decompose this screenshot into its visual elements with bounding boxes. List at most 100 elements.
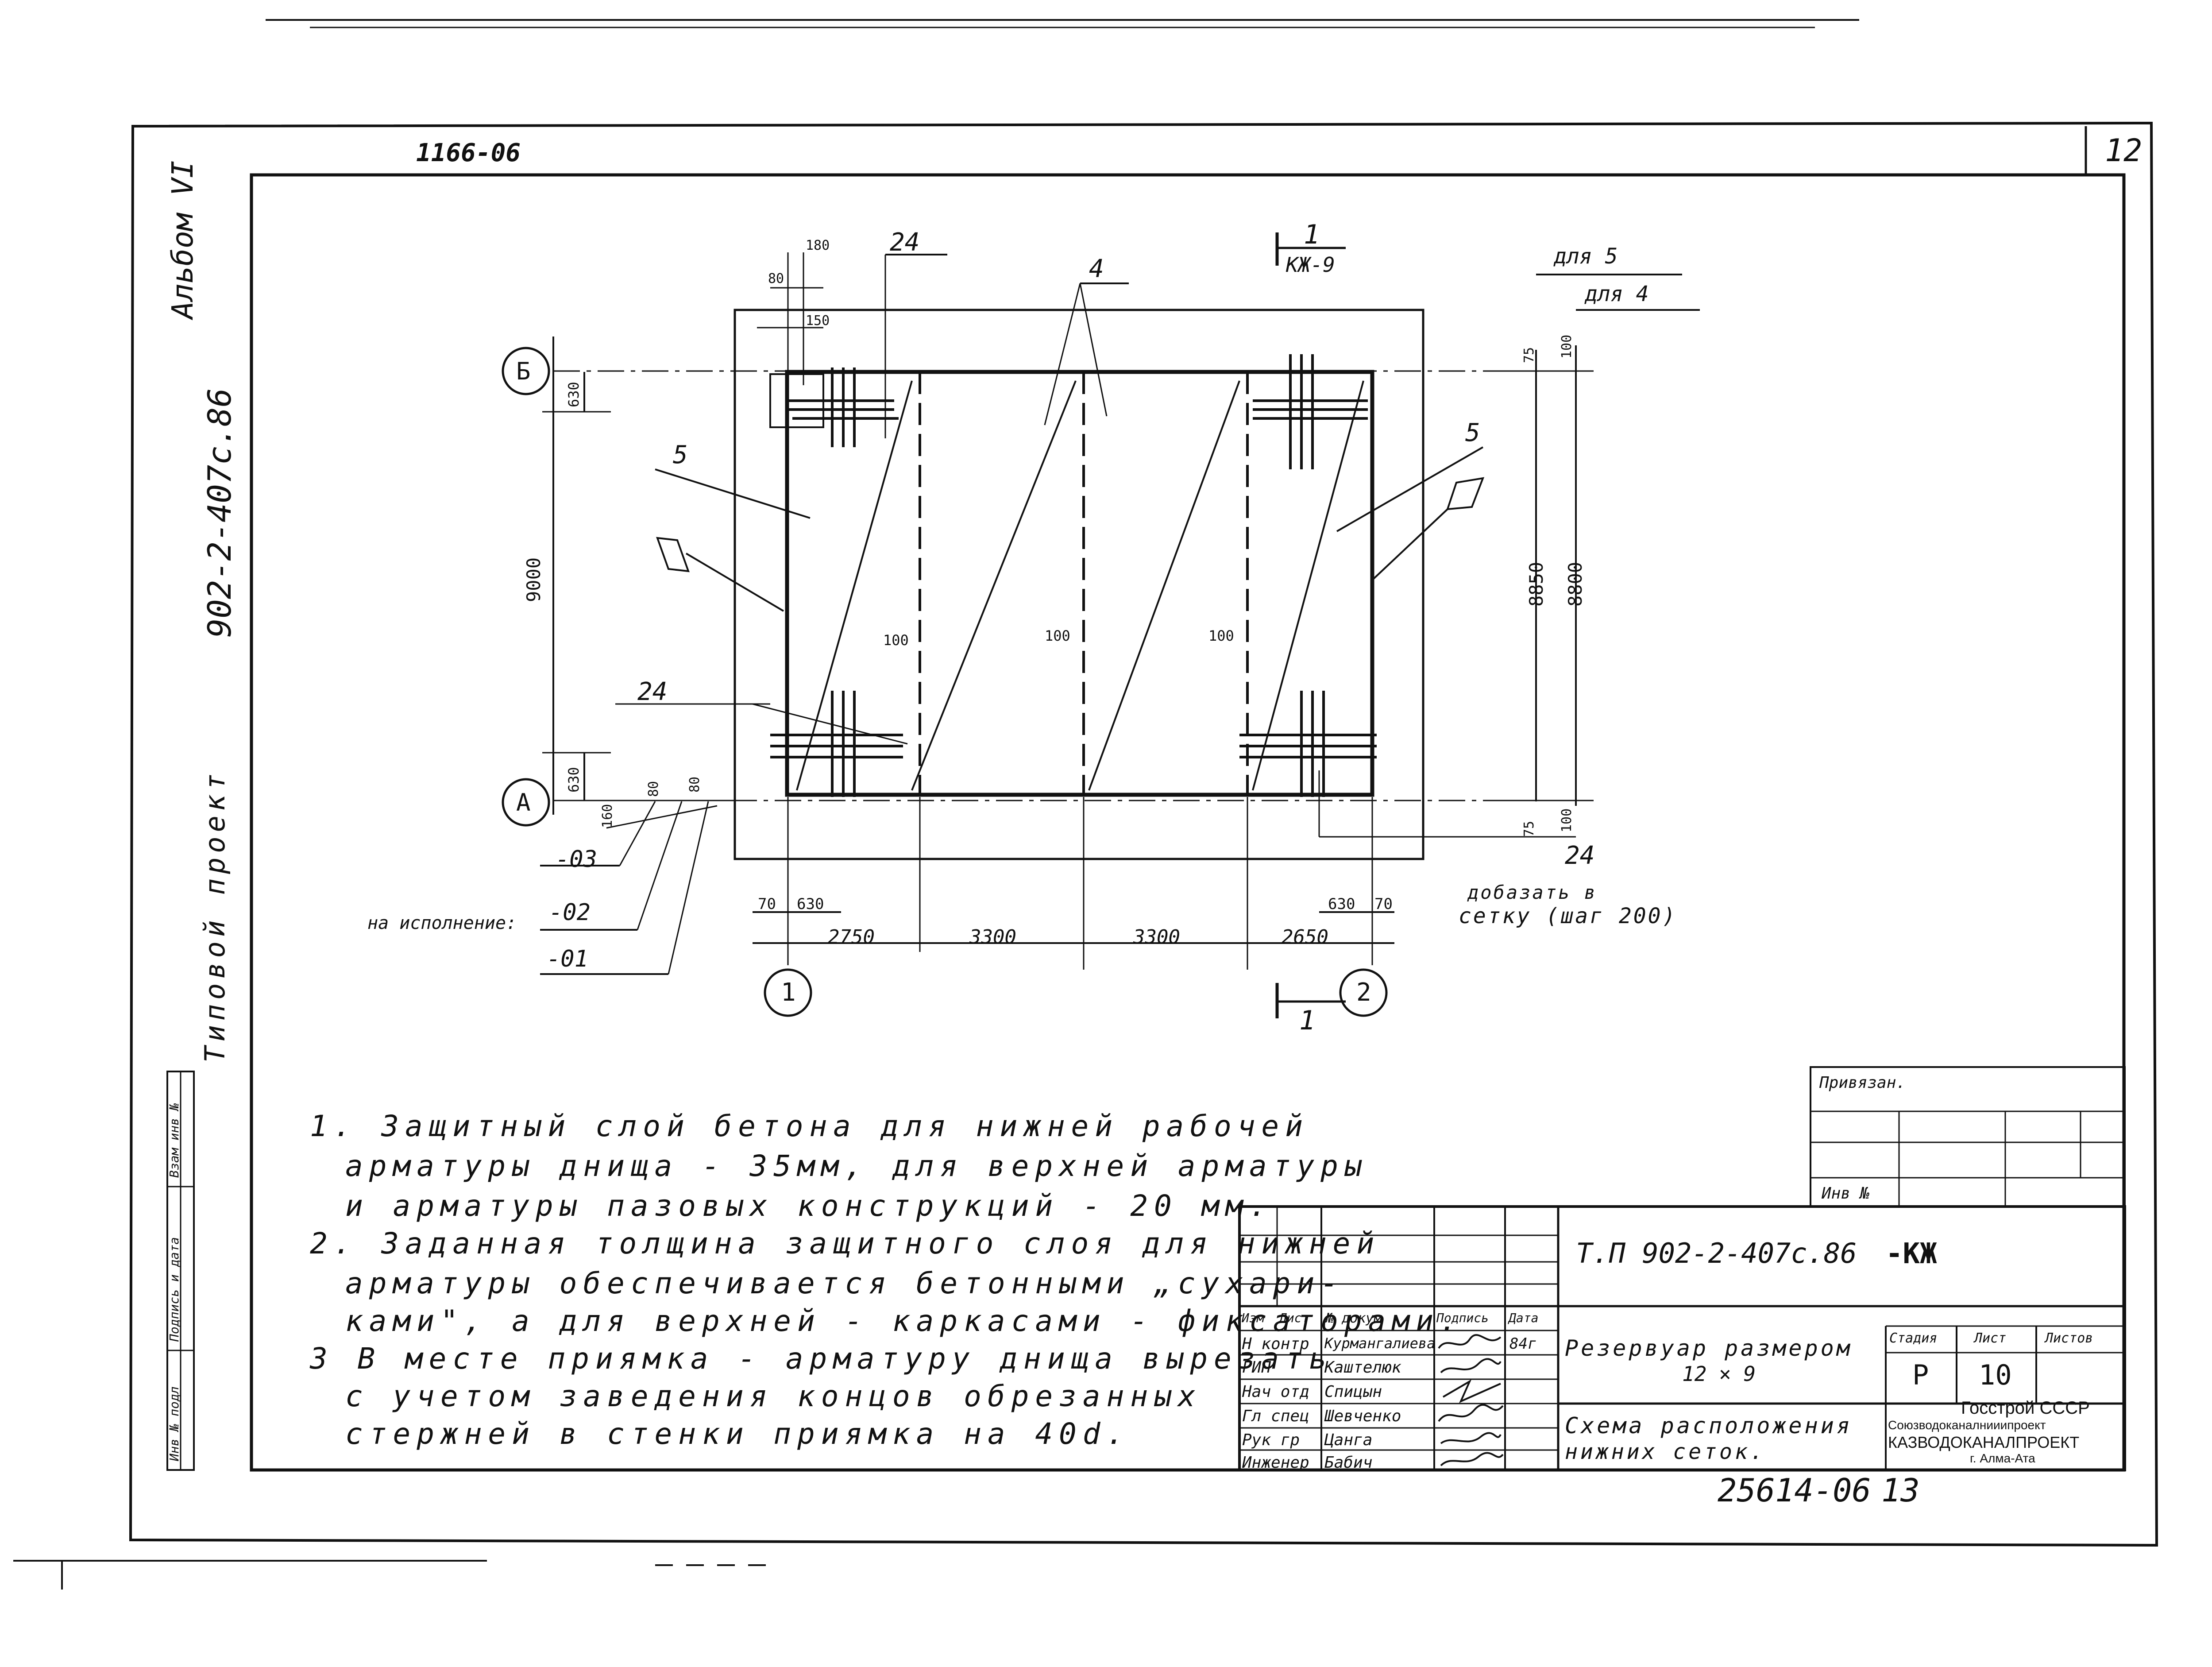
staff-name-5: Бабич bbox=[1324, 1454, 1373, 1472]
dim-right-75-top: 75 bbox=[1521, 347, 1537, 363]
side-stamp-inv: Инв № подл bbox=[167, 1386, 181, 1461]
leader-24-left: 24 bbox=[637, 677, 668, 706]
section-number-top: 1 bbox=[1304, 219, 1320, 250]
add-note-line-2: сетку (шаг 200) bbox=[1459, 904, 1677, 928]
staff-name-3: Шевченко bbox=[1324, 1407, 1401, 1425]
note-line-5: арматуры обеспечивается бетонными „сухар… bbox=[345, 1266, 1344, 1300]
dim-bottom-2750: 2750 bbox=[828, 926, 875, 948]
leader-5-left: 5 bbox=[673, 441, 688, 469]
binding-inv: Инв № bbox=[1822, 1184, 1870, 1203]
org-line-2: Союзводоканалнииипроект bbox=[1888, 1418, 2046, 1432]
signatures-icon bbox=[1438, 1334, 1504, 1466]
dim-right-100-top: 100 bbox=[1559, 334, 1575, 359]
dim-right-8850: 8850 bbox=[1525, 561, 1547, 607]
axis-1-label: 1 bbox=[781, 978, 796, 1007]
leader-24-top: 24 bbox=[890, 228, 920, 257]
inner-dim-100-b: 100 bbox=[1045, 627, 1070, 644]
dim-left-80b: 80 bbox=[687, 776, 703, 793]
binding-title: Привязан. bbox=[1819, 1074, 1906, 1092]
doc-code: Т.П 902-2-407с.86 bbox=[1576, 1237, 1857, 1269]
leader-24-right: 24 bbox=[1565, 841, 1595, 870]
dim-top-80: 80 bbox=[768, 271, 784, 286]
stage-label: Стадия bbox=[1889, 1331, 1938, 1346]
note-line-8: с учетом заведения концов обрезанных bbox=[345, 1379, 1202, 1413]
hdr-sign: Подпись bbox=[1436, 1311, 1489, 1325]
dim-top-180: 180 bbox=[806, 238, 830, 253]
hdr-izm: Изм bbox=[1242, 1311, 1264, 1325]
dim-right-75-bottom: 75 bbox=[1521, 820, 1537, 837]
org-line-1: Госстрой СССР bbox=[1961, 1398, 2090, 1418]
for-4-label: для 4 bbox=[1585, 282, 1649, 306]
note-line-6: ками", а для верхней - каркасами - фикса… bbox=[345, 1304, 1463, 1338]
sheets-label: Листов bbox=[2045, 1331, 2093, 1346]
sheet-label: Лист bbox=[1974, 1331, 2007, 1346]
staff-name-4: Цанга bbox=[1324, 1431, 1373, 1449]
dim-bottom-630-right: 630 bbox=[1328, 895, 1355, 913]
staff-name-2: Спицын bbox=[1324, 1383, 1382, 1401]
staff-name-0: Курмангалиева bbox=[1324, 1335, 1436, 1352]
dim-left-80a: 80 bbox=[646, 781, 661, 797]
note-line-7: 3 В месте приямка - арматуру днища вырез… bbox=[310, 1342, 1333, 1376]
date-value: 84г bbox=[1509, 1335, 1537, 1353]
object-size: 12 × 9 bbox=[1682, 1362, 1756, 1386]
sheet-name-1: Схема расположения bbox=[1565, 1413, 1853, 1439]
sheet-number: 12 bbox=[2105, 132, 2143, 169]
variant-01: -01 bbox=[547, 946, 588, 972]
dim-bottom-3300-b: 3300 bbox=[1133, 926, 1180, 948]
dim-top-150: 150 bbox=[806, 313, 830, 329]
hdr-ndoc: № докум bbox=[1326, 1311, 1382, 1326]
bottom-code: 25614-06 bbox=[1718, 1472, 1871, 1509]
note-line-2: арматуры днища - 35мм, для верхней армат… bbox=[345, 1149, 1368, 1183]
staff-role-2: Нач отд bbox=[1242, 1383, 1309, 1401]
leader-4: 4 bbox=[1089, 255, 1104, 283]
axis-a-label: А bbox=[516, 789, 531, 816]
note-line-1: 1. Защитный слой бетона для нижней рабоч… bbox=[310, 1109, 1309, 1143]
dim-left-9000: 9000 bbox=[523, 557, 544, 602]
org-line-3: КАЗВОДОКАНАЛПРОЕКТ bbox=[1888, 1433, 2080, 1451]
dim-left-630-top: 630 bbox=[565, 382, 582, 407]
hdr-list: Лист bbox=[1279, 1311, 1309, 1325]
variants-label: на исполнение: bbox=[367, 913, 517, 933]
axis-b-label: Б bbox=[516, 357, 531, 385]
section-sheet-ref: КЖ-9 bbox=[1286, 253, 1335, 277]
axis-2-label: 2 bbox=[1356, 978, 1371, 1007]
staff-role-3: Гл спец bbox=[1242, 1407, 1309, 1425]
sheet-name-2: нижних сеток. bbox=[1565, 1439, 1766, 1464]
section-number-bottom: 1 bbox=[1299, 1005, 1316, 1036]
staff-role-0: Н контр bbox=[1242, 1335, 1309, 1353]
leader-5-right: 5 bbox=[1465, 418, 1480, 447]
dim-bottom-70: 70 bbox=[758, 895, 776, 913]
inner-dim-100-a: 100 bbox=[883, 632, 909, 649]
dim-bottom-3300-a: 3300 bbox=[969, 926, 1016, 948]
hdr-date: Дата bbox=[1509, 1311, 1539, 1325]
stage-value: Р bbox=[1912, 1359, 1929, 1391]
corner-code: 1166-06 bbox=[416, 139, 521, 167]
dim-left-630-bottom: 630 bbox=[565, 767, 582, 793]
dim-bottom-630: 630 bbox=[797, 895, 824, 913]
project-type-label: Типовой проект bbox=[199, 769, 231, 1063]
bottom-number: 13 bbox=[1881, 1472, 1920, 1509]
org-line-4: г. Алма-Ата bbox=[1970, 1451, 2035, 1465]
dim-left-160: 160 bbox=[600, 804, 615, 828]
album-label: Альбом VI bbox=[166, 160, 200, 319]
sheet-value: 10 bbox=[1979, 1359, 2012, 1391]
staff-name-1: Каштелюк bbox=[1324, 1358, 1401, 1377]
dim-bottom-2650: 2650 bbox=[1282, 926, 1328, 948]
variant-02: -02 bbox=[549, 899, 591, 926]
side-stamp-sign: Подпись и дата bbox=[167, 1237, 181, 1342]
variant-03: -03 bbox=[556, 846, 597, 873]
note-line-9: стержней в стенки приямка на 40d. bbox=[345, 1417, 1131, 1451]
inner-dim-100-c: 100 bbox=[1208, 627, 1234, 644]
dim-right-8800: 8800 bbox=[1564, 561, 1586, 607]
doc-mark: -КЖ bbox=[1886, 1238, 1937, 1270]
staff-role-5: Инженер bbox=[1242, 1454, 1309, 1472]
add-note-line-1: добазать в bbox=[1467, 882, 1597, 903]
staff-role-4: Рук гр bbox=[1242, 1431, 1300, 1449]
dim-bottom-70-right: 70 bbox=[1374, 895, 1393, 913]
note-line-3: и арматуры пазовых конструкций - 20 мм. bbox=[345, 1189, 1273, 1223]
project-code-label: 902-2-407с.86 bbox=[201, 388, 238, 638]
for-5-label: для 5 bbox=[1554, 244, 1618, 269]
side-stamp-replace: Взам инв № bbox=[167, 1103, 181, 1178]
dim-right-100-bottom: 100 bbox=[1559, 808, 1575, 832]
